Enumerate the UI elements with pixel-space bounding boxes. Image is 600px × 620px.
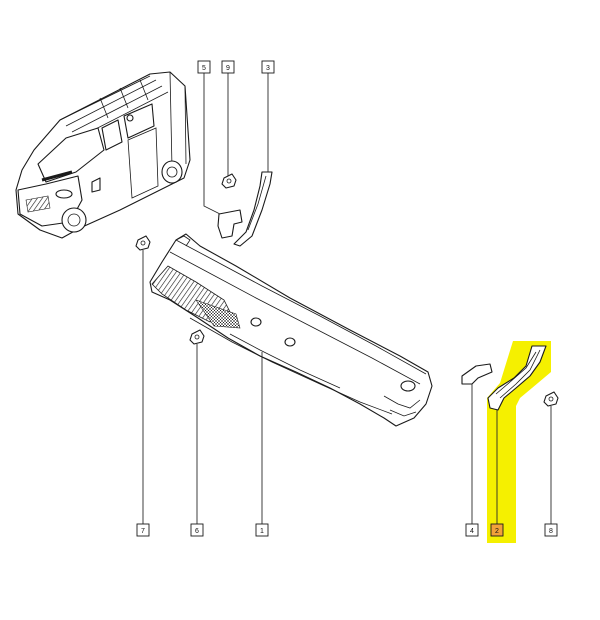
callout-4-label: 4	[470, 528, 474, 535]
part-7-clip	[135, 235, 151, 251]
callout-3-label: 3	[266, 65, 270, 72]
callout-1[interactable]: 1	[255, 523, 269, 537]
callout-5[interactable]: 5	[197, 60, 211, 74]
callout-4[interactable]: 4	[465, 523, 479, 537]
callout-9-label: 9	[226, 65, 230, 72]
callout-2[interactable]: 2	[490, 523, 504, 537]
part-9-clip	[221, 173, 237, 189]
callout-7[interactable]: 7	[136, 523, 150, 537]
callout-8[interactable]: 8	[544, 523, 558, 537]
part-3-seal	[233, 171, 273, 247]
part-4-bracket	[461, 363, 493, 385]
callout-8-label: 8	[549, 528, 553, 535]
van-illustration	[15, 71, 191, 239]
callout-6[interactable]: 6	[190, 523, 204, 537]
part-1-cowl-panel	[149, 233, 433, 427]
callout-2-label: 2	[495, 528, 499, 535]
callout-7-label: 7	[141, 528, 145, 535]
part-8-clip	[543, 391, 559, 407]
leader-lines	[142, 72, 552, 524]
part-2-seal	[487, 345, 547, 411]
callout-6-label: 6	[195, 528, 199, 535]
callout-9[interactable]: 9	[221, 60, 235, 74]
part-5-bracket	[217, 209, 243, 239]
part-6-clip	[189, 329, 205, 345]
callout-3[interactable]: 3	[261, 60, 275, 74]
callout-1-label: 1	[260, 528, 264, 535]
callout-5-label: 5	[202, 65, 206, 72]
